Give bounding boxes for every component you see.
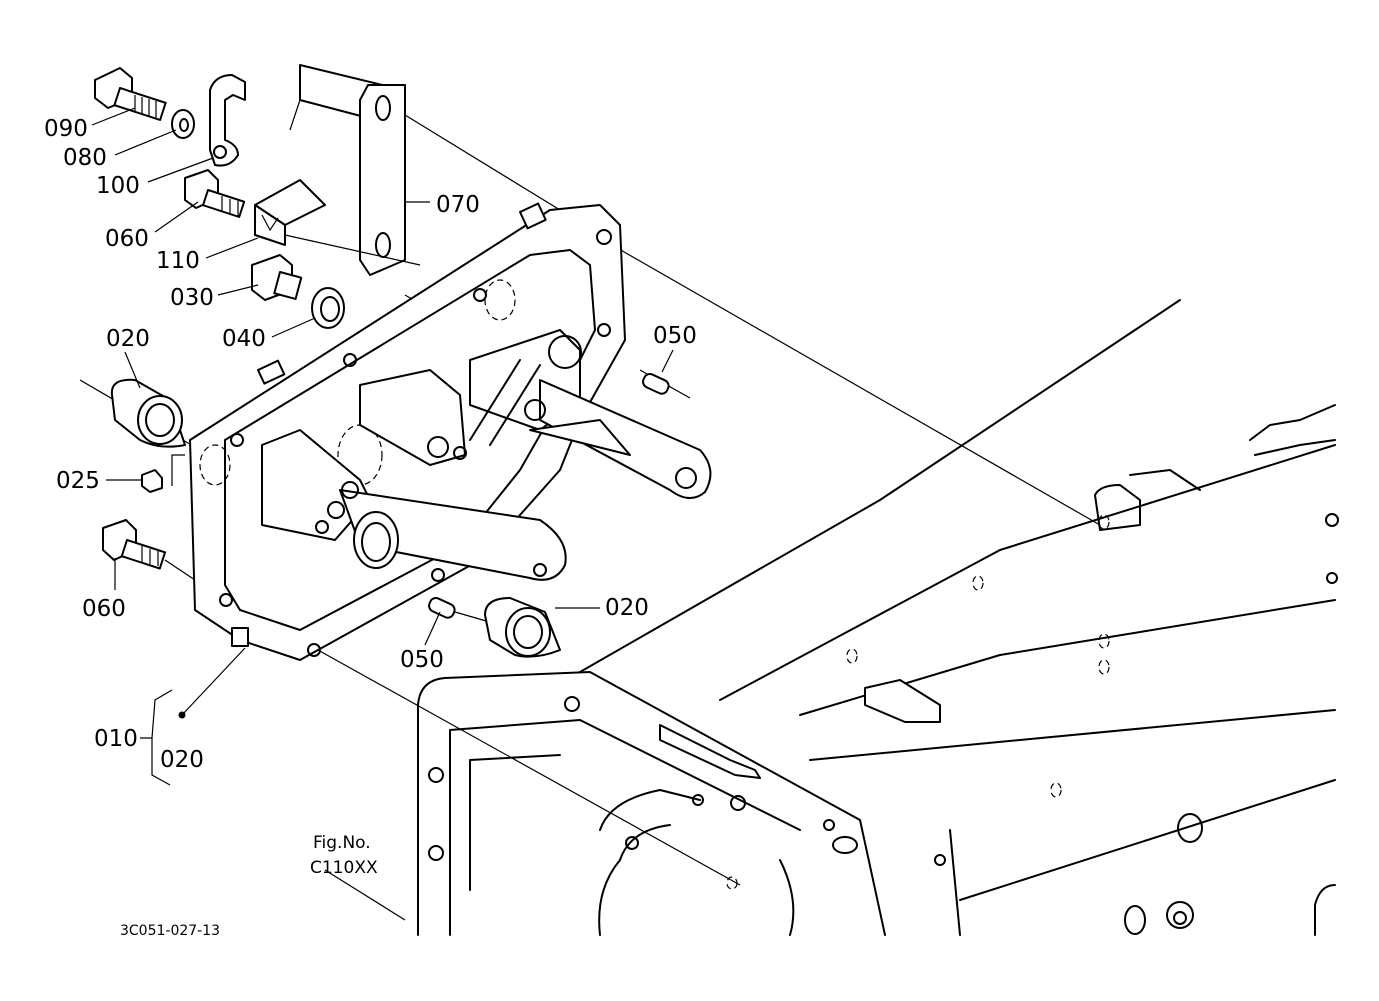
drawing-code: 3C051-027-13 — [120, 923, 220, 939]
shift-arm-middle — [359, 359, 541, 466]
label-part-030: 030 — [170, 285, 214, 311]
bushing-020-right — [484, 597, 561, 658]
fig-no-value: C110XX — [310, 858, 378, 878]
fig-no-label: Fig.No. — [313, 833, 371, 853]
label-part-050-lower: 050 — [400, 647, 444, 673]
label-part-060-upper: 060 — [105, 226, 149, 252]
bracket-070 — [284, 64, 421, 276]
washer-080 — [171, 109, 195, 139]
plate-110 — [254, 179, 326, 246]
label-part-020-left: 020 — [106, 326, 150, 352]
bolt-060-upper — [184, 169, 246, 218]
bolt-060-lower — [102, 519, 167, 570]
plug-030 — [251, 254, 303, 301]
label-part-050-upper: 050 — [653, 323, 697, 349]
label-part-070: 070 — [436, 192, 480, 218]
label-part-090: 090 — [44, 116, 88, 142]
label-part-025: 025 — [56, 468, 100, 494]
label-leaders — [91, 107, 674, 786]
label-part-020-assembly: 020 — [160, 747, 204, 773]
bushing-020-left — [110, 378, 186, 448]
label-part-010: 010 — [94, 726, 138, 752]
label-part-040: 040 — [222, 326, 266, 352]
shift-arm-lower — [261, 429, 567, 581]
figure-reference: Fig.No. C110XX — [310, 833, 378, 878]
clip-100 — [209, 74, 246, 167]
label-part-060-lower: 060 — [82, 596, 126, 622]
pin-050-lower — [428, 596, 456, 619]
label-part-020-right: 020 — [605, 595, 649, 621]
plug-025 — [141, 469, 163, 493]
bolt-090 — [94, 67, 167, 121]
part-labels: 090 080 100 060 110 070 030 040 050 020 … — [44, 116, 697, 773]
seal-040 — [311, 287, 345, 329]
label-part-080: 080 — [63, 145, 107, 171]
housing-bolt-holes — [428, 514, 1110, 890]
pin-050-upper — [642, 372, 670, 395]
shift-arm-upper — [469, 329, 712, 499]
label-part-110: 110 — [156, 248, 200, 274]
label-part-100: 100 — [96, 173, 140, 199]
transmission-housing — [417, 299, 1339, 936]
